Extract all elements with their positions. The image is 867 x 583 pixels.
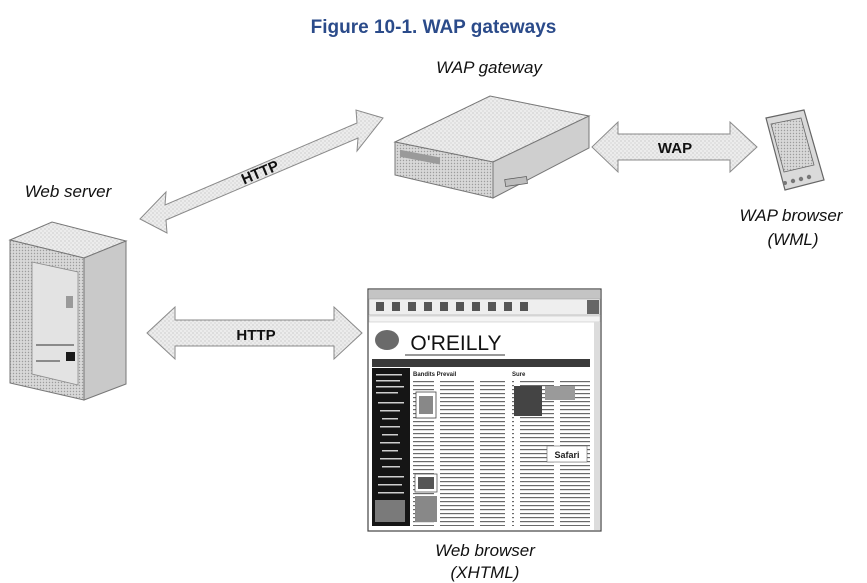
article-headline-left: Bandits Prevail <box>413 372 457 378</box>
wap-browser-label-line1: WAP browser <box>740 206 844 225</box>
oreilly-logo: O'REILLY <box>410 332 501 355</box>
wap-label: WAP <box>658 140 692 157</box>
http-label-lower: HTTP <box>236 327 275 344</box>
wap-arrow-gateway-device: WAP <box>591 120 758 174</box>
http-arrow-server-gateway: HTTP <box>139 109 384 234</box>
web-server-tower <box>8 221 128 401</box>
http-arrow-server-browser: HTTP <box>146 305 363 361</box>
web-browser-window: O'REILLY Bandits Prevail Sure <box>367 288 602 532</box>
wap-browser-device <box>765 109 825 191</box>
article-headline-right: Sure <box>512 372 526 378</box>
safari-promo: Safari <box>554 450 579 460</box>
http-label-upper: HTTP <box>239 157 282 188</box>
wap-browser-label-line2: (WML) <box>768 230 819 249</box>
wap-gateway-box <box>393 95 591 199</box>
figure-title: Figure 10-1. WAP gateways <box>310 17 557 38</box>
wap-gateway-label: WAP gateway <box>436 58 543 77</box>
web-server-label: Web server <box>25 182 113 201</box>
web-browser-label-line1: Web browser <box>435 541 536 560</box>
web-browser-label-line2: (XHTML) <box>451 563 520 582</box>
